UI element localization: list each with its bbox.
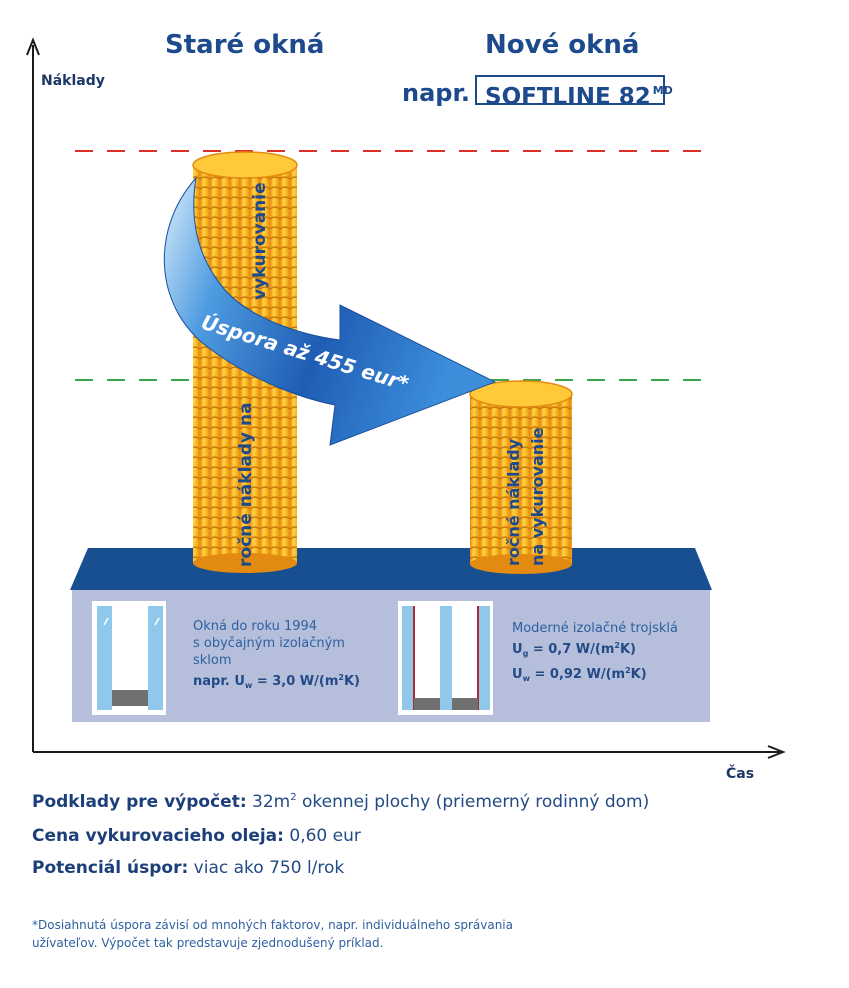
x-axis-label: Čas	[726, 766, 755, 782]
oil-price: Cena vykurovacieho oleja: 0,60 eur	[32, 826, 361, 846]
new-window-info: Moderné izolačné trojsklá Ug = 0,7 W/(m2…	[512, 620, 732, 687]
old-stack-label-top: vykurovanie	[250, 182, 270, 300]
old-window-icon	[92, 601, 166, 715]
calculation-basis: Podklady pre výpočet: 32m2 okennej ploch…	[32, 792, 650, 812]
old-info-line1: Okná do roku 1994	[193, 619, 318, 634]
new-uw-value: Uw = 0,92 W/(m2K)	[512, 666, 647, 683]
new-windows-title: Nové okná	[485, 30, 640, 60]
savings-potential: Potenciál úspor: viac ako 750 l/rok	[32, 858, 345, 878]
footnote: *Dosiahnutá úspora závisí od mnohých fak…	[32, 918, 513, 950]
new-stack-label-line1: ročné náklady	[504, 438, 523, 566]
product-suffix: MD	[652, 84, 673, 97]
old-window-info: Okná do roku 1994 s obyčajným izolačným …	[193, 618, 393, 694]
platform	[70, 548, 712, 590]
product-name: SOFTLINE 82	[485, 84, 651, 110]
product-prefix: napr.	[402, 79, 470, 107]
new-stack-label-line2: na vykurovanie	[528, 427, 547, 566]
new-coin-stack	[469, 380, 573, 574]
old-windows-title: Staré okná	[165, 30, 325, 60]
new-window-icon	[398, 601, 493, 715]
y-axis-label: Náklady	[41, 73, 105, 89]
new-info-line1: Moderné izolačné trojsklá	[512, 621, 678, 636]
old-info-line3: sklom	[193, 653, 232, 668]
x-axis	[33, 745, 786, 759]
new-ug-value: Ug = 0,7 W/(m2K)	[512, 641, 636, 658]
savings-arrow	[163, 176, 497, 446]
old-u-value: napr. Uw = 3,0 W/(m2K)	[193, 673, 360, 690]
info-panel	[72, 588, 710, 722]
y-axis	[26, 37, 40, 752]
old-stack-label-bottom: ročné náklady na	[236, 402, 256, 567]
old-info-line2: s obyčajným izolačným	[193, 636, 345, 651]
